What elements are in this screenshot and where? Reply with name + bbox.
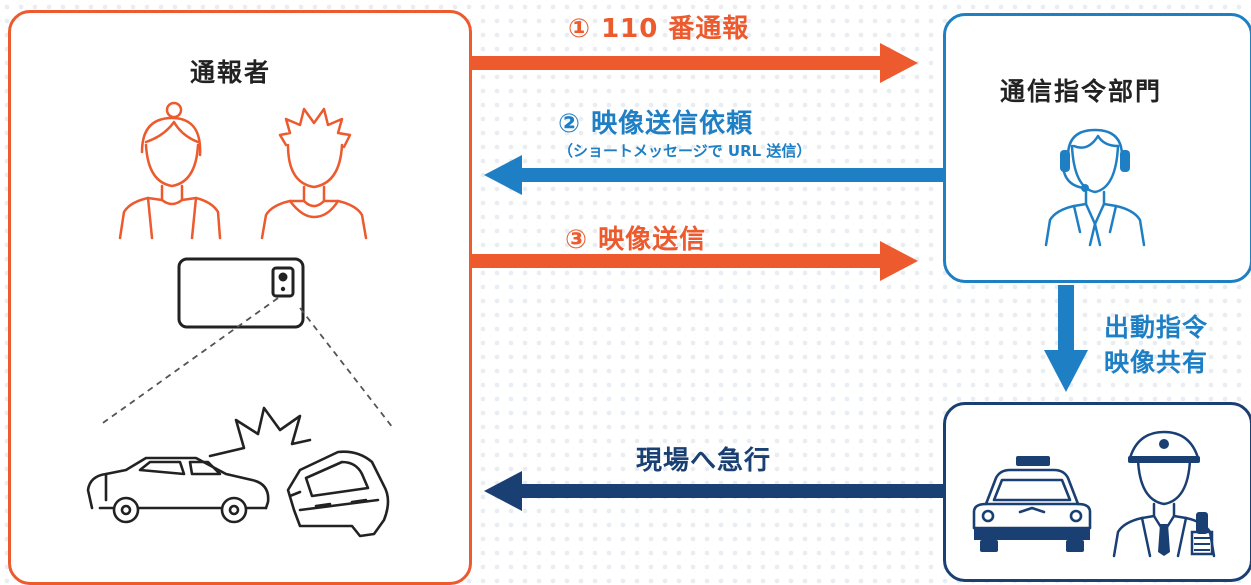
arrow-request — [484, 155, 943, 195]
arrow-call — [472, 43, 918, 83]
man-icon — [260, 107, 368, 240]
police-car-icon — [972, 456, 1092, 552]
step-send-label: ③ 映像送信 — [565, 225, 707, 255]
police-officer-icon — [1112, 430, 1216, 558]
flow-arrows — [472, 43, 1088, 511]
arrow-police-action — [484, 471, 943, 511]
smartphone-icon — [177, 257, 305, 329]
step-request-label: ② 映像送信依頼 — [558, 109, 754, 139]
arrow-dispatch-to-police — [1044, 285, 1088, 392]
reporter-title: 通報者 — [190, 58, 272, 87]
dispatch-order-line1: 出動指令 — [1104, 313, 1209, 342]
dispatch-order-line2: 映像共有 — [1104, 348, 1209, 377]
step-request-note: （ショートメッセージで URL 送信） — [558, 142, 812, 160]
arrow-send — [472, 241, 918, 281]
woman-icon — [118, 101, 222, 240]
car-crash-icon — [86, 297, 394, 538]
dispatch-panel — [943, 13, 1251, 283]
police-action-label: 現場へ急行 — [636, 446, 772, 476]
step-call-label: ① 110 番通報 — [568, 14, 750, 44]
operator-headset-icon — [1044, 128, 1146, 247]
dispatch-title: 通信指令部門 — [1000, 77, 1163, 106]
